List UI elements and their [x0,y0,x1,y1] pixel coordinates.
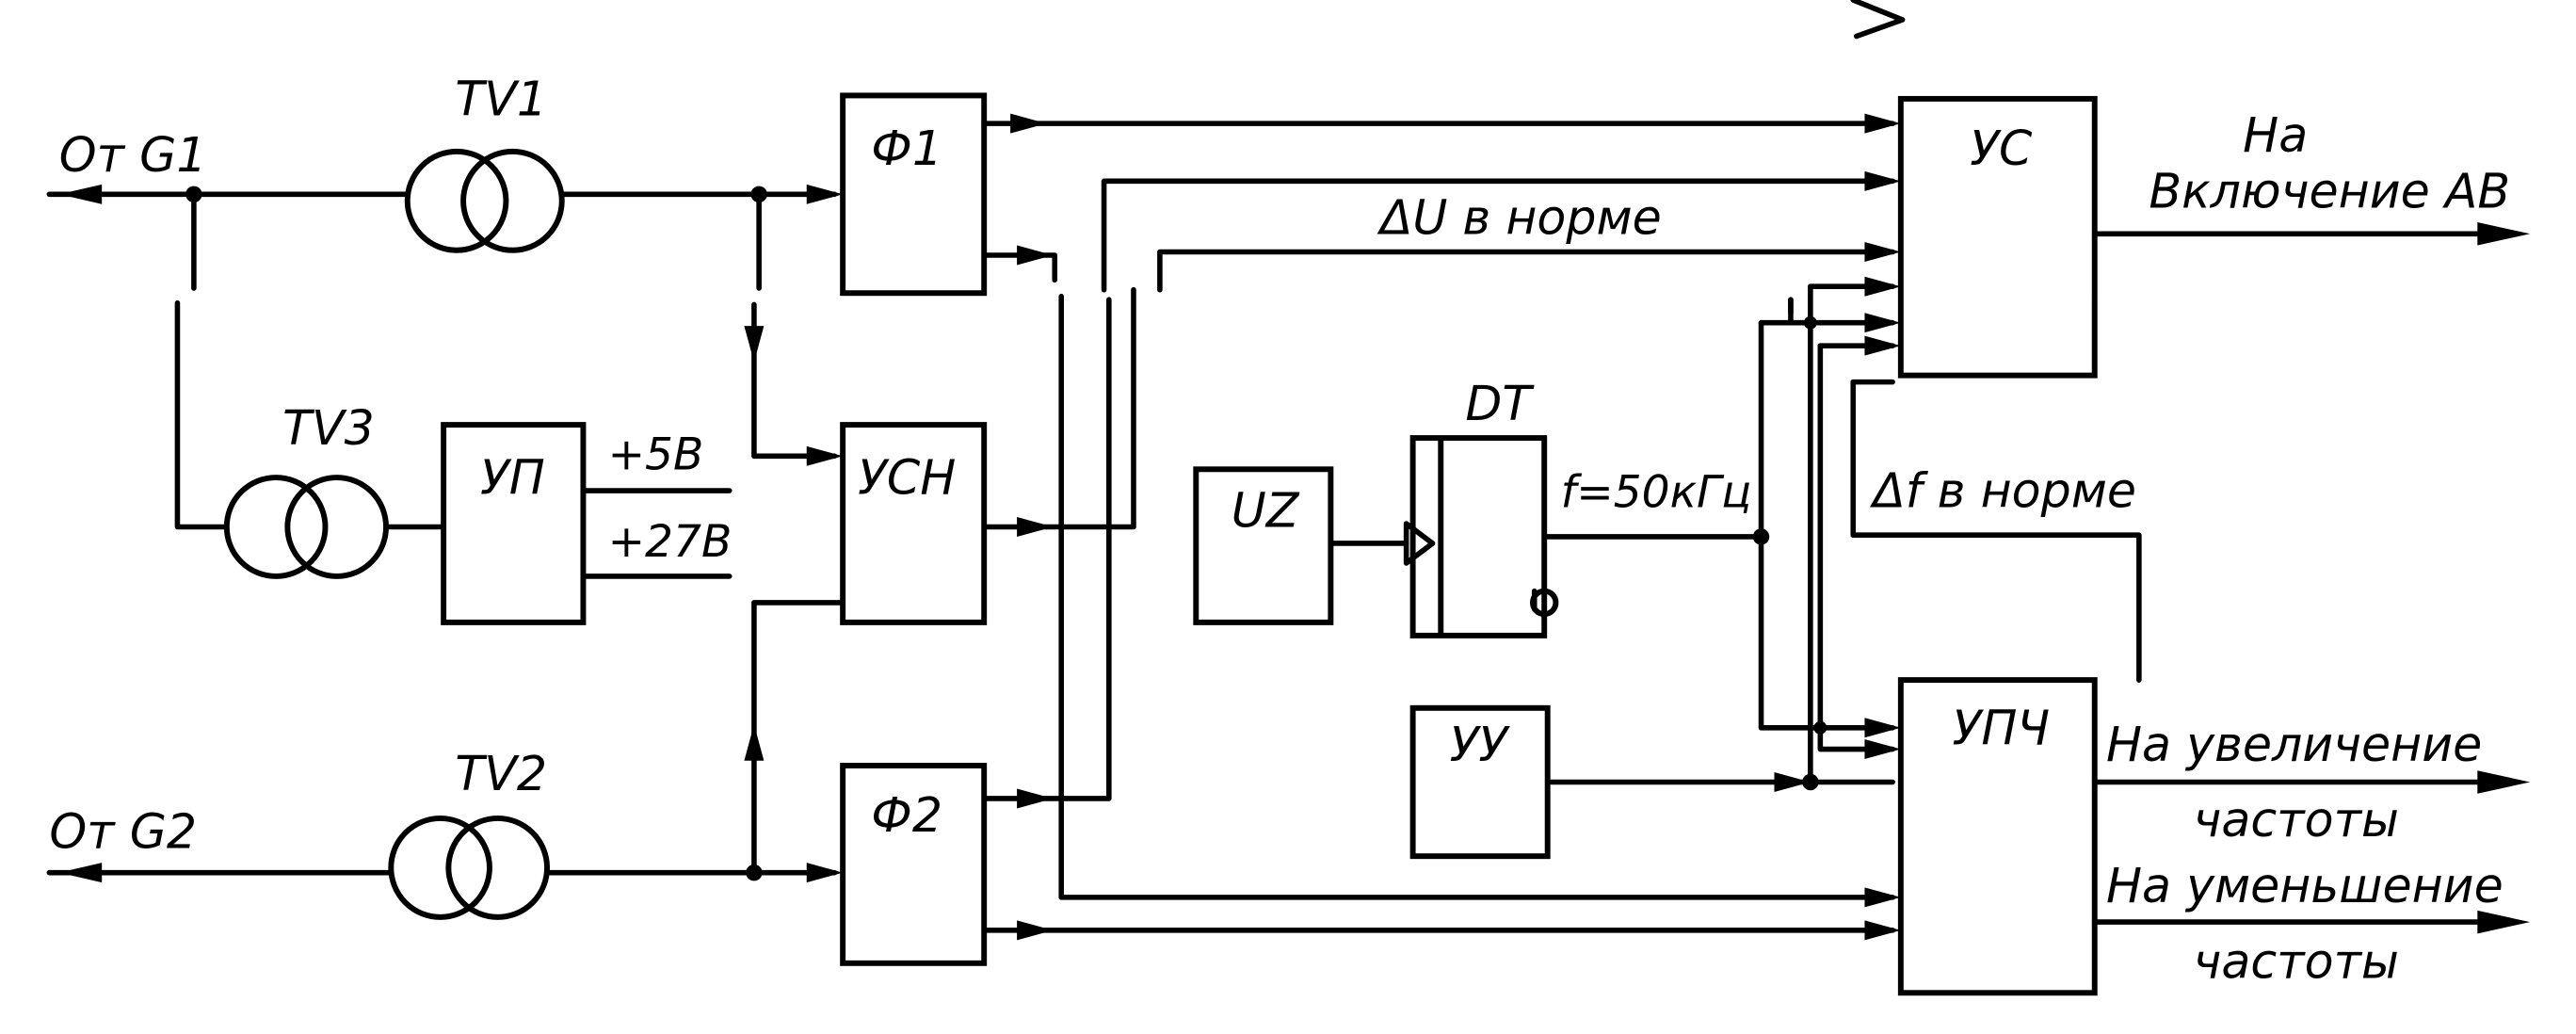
wiring [46,121,2484,933]
stray-mark [1850,0,1906,40]
transformer-tv1 [404,148,565,253]
block-uu-label: УУ [1450,717,1511,772]
junction-dots [185,186,1827,881]
output-av-line2: Включение АВ [2149,163,2510,218]
transformer-tv1-label: TV1 [455,71,547,126]
transformer-tv3-label: TV3 [282,400,375,456]
block-ucn-label: УСН [858,449,956,505]
block-f1-label: Ф1 [871,121,942,176]
block-upch-label: УПЧ [1953,700,2051,755]
block-ucn [840,422,988,625]
signal-freq-label: f=50кГц [1561,466,1752,518]
block-f2 [840,763,988,966]
output-av-line1: На [2243,107,2308,163]
signal-du-norm-label: ΔU в норме [1377,189,1662,245]
block-up-label: УП [480,449,545,505]
supply-27v-label: +27В [608,516,733,568]
supply-5v-label: +5В [608,428,704,480]
block-dt-label: DT [1465,376,1535,431]
dt-clock-triangle [1403,521,1436,566]
block-upch [1897,677,2098,996]
signal-df-norm-label: Δf в норме [1869,462,2136,518]
input-g2-label: От G2 [49,803,197,859]
block-up [441,422,587,625]
output-inc-line2: частоты [2193,792,2399,848]
output-dec-line1: На уменьшение [2106,858,2504,913]
transformer-tv3 [223,475,390,579]
arrowheads [58,113,2531,941]
block-f2-label: Ф2 [871,787,942,843]
block-us-label: УС [1970,121,2033,176]
output-inc-line1: На увеличение [2106,717,2482,772]
block-dt [1409,435,1548,638]
dt-inverted-output [1530,588,1559,618]
transformer-tv2 [388,815,551,920]
block-uz-label: UZ [1232,482,1300,538]
output-dec-line2: частоты [2193,934,2399,990]
transformer-tv2-label: TV2 [455,746,547,801]
input-g1-label: От G1 [59,127,207,183]
block-us [1897,95,2098,379]
